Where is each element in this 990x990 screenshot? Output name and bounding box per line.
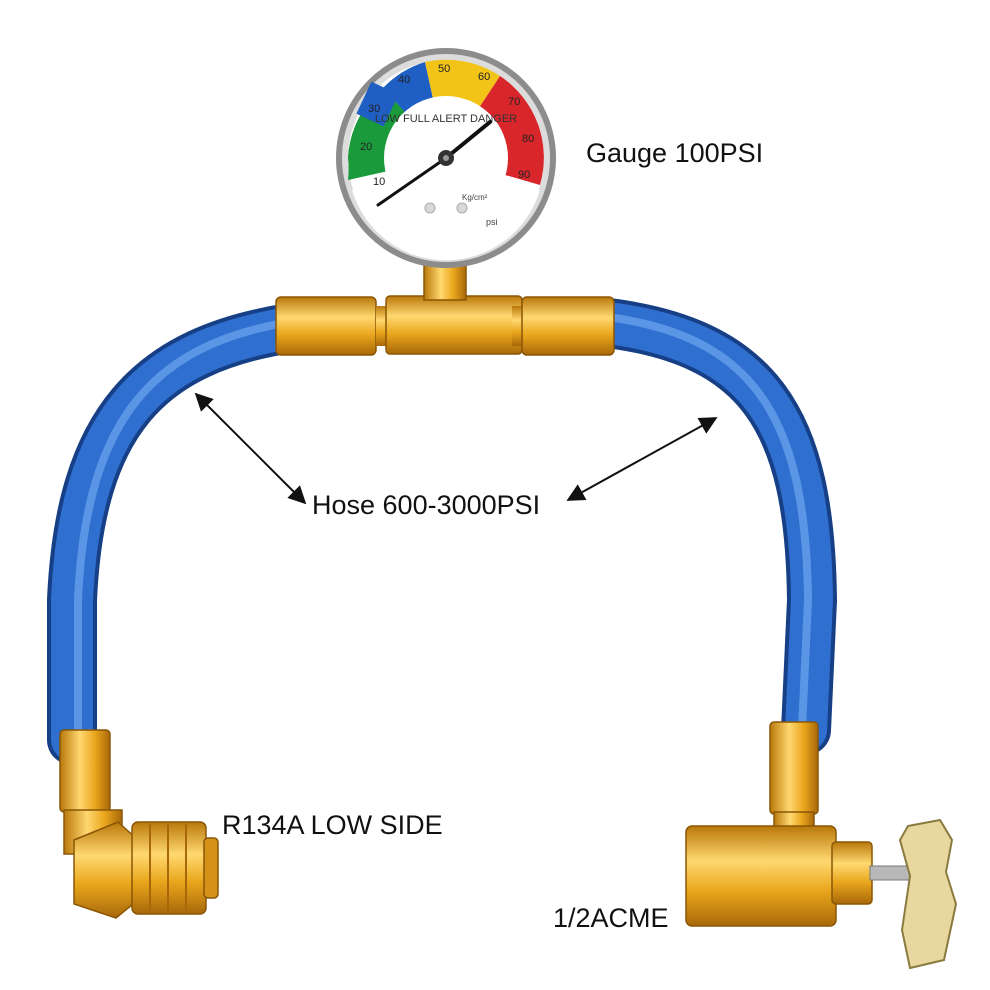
refrigerant-hose (47, 297, 838, 765)
gauge-scale-30: 30 (368, 103, 380, 115)
gauge-scale-20: 20 (360, 141, 372, 153)
gauge-scale-90: 90 (518, 169, 530, 181)
hose-pointer-arrows (194, 392, 718, 505)
pressure-gauge-icon: LOW FULL ALERT DANGER 10 20 30 40 50 60 … (336, 48, 556, 268)
acme-label: 1/2ACME (553, 903, 669, 933)
gauge-label: Gauge 100PSI (586, 138, 764, 168)
quick-coupler-icon (59, 729, 219, 919)
gauge-scale-10: 10 (373, 176, 385, 188)
gauge-kgf-text: Kg/cm² (462, 193, 488, 202)
gauge-needle (444, 120, 492, 160)
brass-tee-fitting (275, 261, 615, 356)
gauge-scale-70: 70 (508, 96, 520, 108)
gauge-scale-50: 50 (438, 63, 450, 75)
left-hose-arrow (194, 392, 307, 505)
right-hose-arrow (566, 417, 718, 501)
gauge-unit-text: psi (486, 217, 498, 227)
gauge-scale-40: 40 (398, 74, 410, 86)
gauge-arc-text: LOW FULL ALERT DANGER (375, 113, 517, 125)
gauge-scale-80: 80 (522, 133, 534, 145)
gauge-scale-60: 60 (478, 71, 490, 83)
low-side-label: R134A LOW SIDE (222, 810, 443, 840)
acme-valve-icon (685, 721, 958, 970)
hose-label: Hose 600-3000PSI (312, 490, 541, 520)
